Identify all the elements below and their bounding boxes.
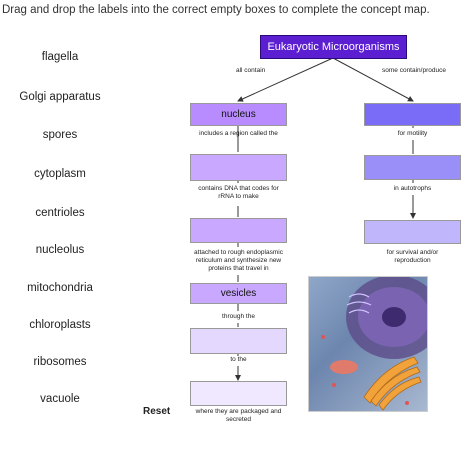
drag-label-nucleolus[interactable]: nucleolus <box>35 244 85 256</box>
drag-label-mitochondria[interactable]: mitochondria <box>27 282 93 294</box>
drag-label-cytoplasm[interactable]: cytoplasm <box>34 168 86 180</box>
link-survival: for survival and/or <box>386 249 439 256</box>
node-vesicles: vesicles <box>190 283 287 304</box>
reset-button[interactable]: Reset <box>143 406 171 417</box>
link-reproduction: reproduction <box>394 257 431 264</box>
drag-label-ribosomes[interactable]: ribosomes <box>33 356 87 368</box>
drag-label-vacuole[interactable]: vacuole <box>40 393 80 405</box>
link-to-the: to the <box>230 356 247 363</box>
drop-box-2[interactable] <box>190 218 287 243</box>
root-node: Eukaryotic Microorganisms <box>260 35 407 59</box>
drop-box-1[interactable] <box>190 154 287 181</box>
drag-label-spores[interactable]: spores <box>42 129 78 141</box>
node-nucleus: nucleus <box>190 103 287 126</box>
drag-label-chloroplasts[interactable]: chloroplasts <box>29 319 91 331</box>
drag-label-golgi[interactable]: Golgi apparatus <box>19 91 101 103</box>
link-packaged: where they are packaged and <box>195 408 282 415</box>
drop-box-4[interactable] <box>190 381 287 406</box>
instruction-text: Drag and drop the labels into the correc… <box>2 4 430 16</box>
link-attached: attached to rough endoplasmic <box>194 249 283 256</box>
link-reticulum: reticulum and synthesize new <box>195 257 282 264</box>
link-secreted: secreted <box>226 416 251 423</box>
drop-box-right-3[interactable] <box>364 220 461 244</box>
link-rrna: rRNA to make <box>218 193 259 200</box>
drop-box-right-2[interactable] <box>364 155 461 180</box>
link-through: through the <box>222 313 255 320</box>
drop-box-right-1[interactable] <box>364 103 461 126</box>
link-proteins: proteins that travel in <box>208 265 269 272</box>
drag-label-flagella[interactable]: flagella <box>41 51 79 63</box>
link-all-contain: all contain <box>236 67 266 74</box>
link-includes-region: includes a region called the <box>199 130 278 137</box>
cell-illustration-icon <box>308 276 428 412</box>
link-motility: for motility <box>397 130 428 137</box>
link-some-contain: some contain/produce <box>382 67 446 74</box>
link-contains-dna: contains DNA that codes for <box>198 185 279 192</box>
drag-label-centrioles[interactable]: centrioles <box>35 207 85 219</box>
link-autotrophs: in autotrophs <box>393 185 432 192</box>
drop-box-3[interactable] <box>190 328 287 354</box>
